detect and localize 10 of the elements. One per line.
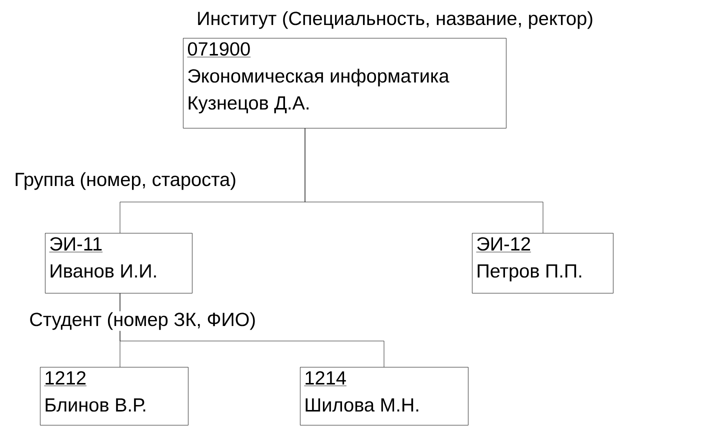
level-heading: Институт (Специальность, название, ректор) bbox=[196, 10, 594, 30]
level-heading: Группа (номер, староста) bbox=[13, 171, 238, 191]
level-heading: Студент (номер ЗК, ФИО) bbox=[28, 311, 257, 331]
record-box: 071900 Экономическая информатика Кузнецов Д.А. bbox=[183, 38, 506, 128]
record-box: ЭИ-12 Петров П.П. bbox=[472, 233, 614, 294]
connector-line bbox=[120, 293, 384, 368]
connector-line bbox=[304, 128, 544, 234]
record-box: 1214 Шилова М.Н. bbox=[300, 367, 468, 426]
record-box: 1212 Блинов В.Р. bbox=[40, 367, 188, 426]
record-box: ЭИ-11 Иванов И.И. bbox=[45, 233, 192, 294]
